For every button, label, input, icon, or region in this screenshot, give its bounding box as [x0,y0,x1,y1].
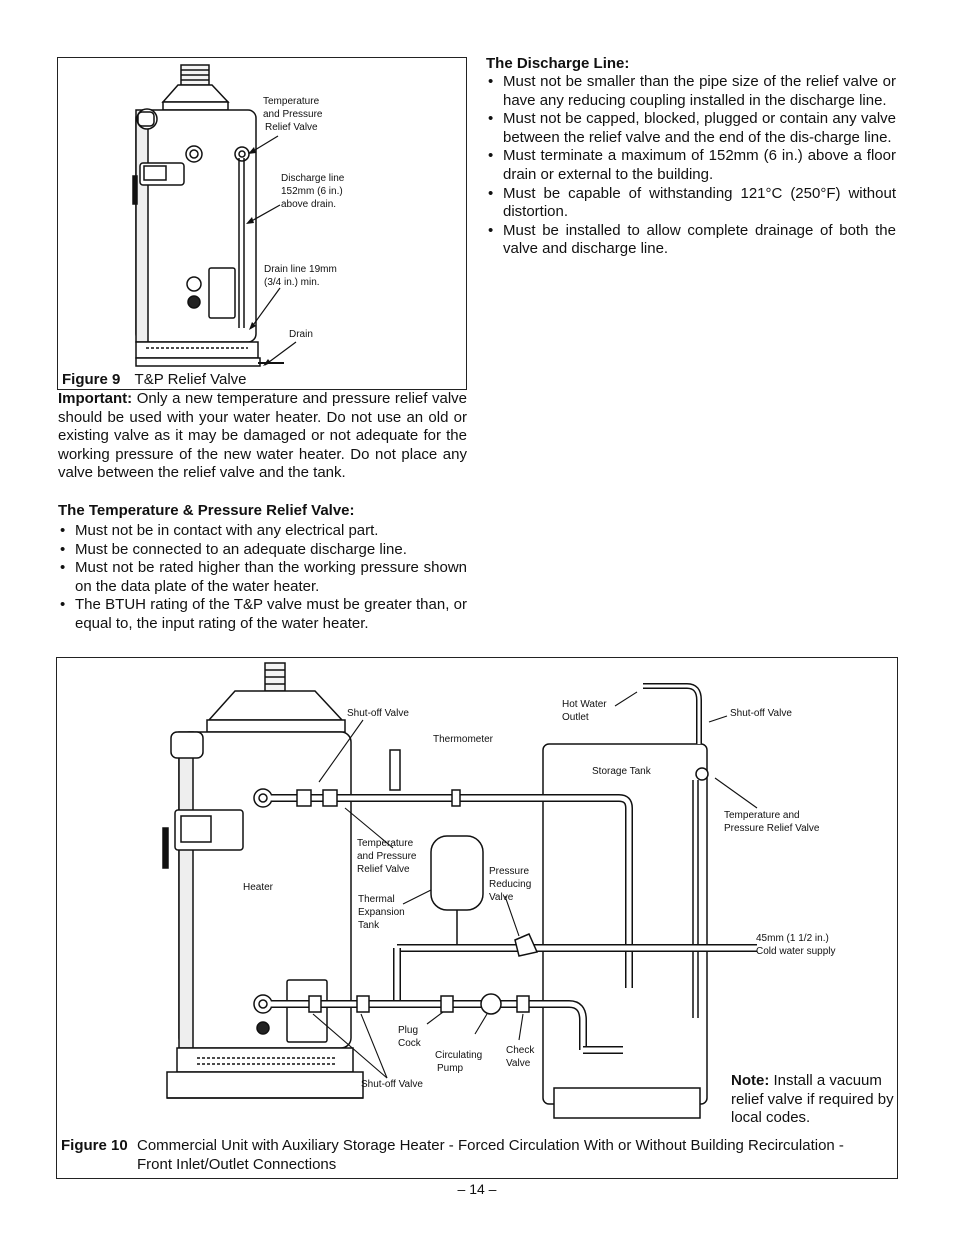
figure-title-line-2: Front Inlet/Outlet Connections [137,1156,337,1173]
label-line: Expansion [358,907,405,918]
label-line: Pressure Relief Valve [724,823,820,834]
important-text: Only a new temperature and pressure reli… [58,390,467,482]
label-line: Hot Water [562,699,607,710]
drain-line-label: Drain line 19mm (3/4 in.) min. [264,263,337,289]
list-item: The BTUH rating of the T&P valve must be… [58,596,467,633]
label-line: Valve [489,892,514,903]
figure-10: Shut-off Valve Thermometer Hot Water Out… [56,657,898,1179]
label-line: Pump [437,1063,464,1074]
important-paragraph: Important: Only a new temperature and pr… [58,390,467,483]
label-line: 152mm (6 in.) [281,186,343,197]
list-item: Must be capable of withstanding 121°C (2… [486,185,896,222]
label-line: (3/4 in.) min. [264,277,320,288]
tp-heading: The Temperature & Pressure Relief Valve: [58,502,355,519]
label-line: above drain. [281,199,337,210]
circulating-pump-label: Circulating Pump [435,1049,482,1075]
label-line: Plug [398,1025,419,1036]
tp-valve-label: Temperature and Pressure Relief Valve [263,95,322,134]
discharge-line-label: Discharge line 152mm (6 in.) above drain… [281,172,344,211]
figure-10-caption: Figure 10 Commercial Unit with Auxiliary … [61,1136,891,1174]
shutoff-bottom-label: Shut-off Valve [361,1079,423,1090]
label-line: Relief Valve [265,122,318,133]
label-line: Cock [398,1038,421,1049]
figure-title: T&P Relief Valve [134,371,247,388]
storage-tank-label: Storage Tank [592,766,651,777]
label-line: Relief Valve [357,864,410,875]
heater-label: Heater [243,882,274,893]
label-line: Circulating [435,1050,483,1061]
list-item: Must be installed to allow complete drai… [486,222,896,259]
tp-right-label: Temperature and Pressure Relief Valve [724,809,819,835]
tp-left-label: Temperature and Pressure Relief Valve [357,837,416,876]
prv-label: Pressure Reducing Valve [489,865,531,904]
label-line: Discharge line [281,173,345,184]
label-line: Thermal [358,894,395,905]
drain-label: Drain [289,329,313,340]
label-line: and Pressure [263,109,323,120]
thermometer-label: Thermometer [433,734,494,745]
list-item: Must terminate a maximum of 152mm (6 in.… [486,147,896,184]
label-line: and Pressure [357,851,417,862]
label-line: Tank [358,920,380,931]
label-line: Check [506,1045,535,1056]
discharge-list: Must not be smaller than the pipe size o… [486,73,896,259]
discharge-heading: The Discharge Line: [486,55,630,72]
label-line: Temperature [357,838,414,849]
figure-9: Temperature and Pressure Relief Valve Di… [57,57,467,390]
shutoff-top-label: Shut-off Valve [347,708,409,719]
label-line: Drain line 19mm [264,264,337,275]
vacuum-relief-note: Note: Install a vacuum relief valve if r… [731,1072,896,1128]
shutoff-right-label: Shut-off Valve [730,708,792,719]
figure-9-drawing [132,64,297,367]
tp-list: Must not be in contact with any electric… [58,522,467,634]
check-valve-label: Check Valve [506,1044,534,1070]
page-number: – 14 – [457,1181,497,1197]
label-line: Outlet [562,712,589,723]
label-line: 45mm (1 1/2 in.) [756,933,829,944]
label-line: Cold water supply [756,946,836,957]
list-item: Must not be capped, blocked, plugged or … [486,110,896,147]
list-item: Must not be rated higher than the workin… [58,559,467,596]
list-item: Must not be smaller than the pipe size o… [486,73,896,110]
cold-water-label: 45mm (1 1/2 in.) Cold water supply [756,932,835,958]
label-line: Temperature and [724,810,800,821]
note-text: Install a vacuum relief valve if require… [731,1072,894,1127]
thermal-expansion-label: Thermal Expansion Tank [358,893,405,932]
plug-cock-label: Plug Cock [398,1024,421,1050]
figure-number: Figure 9 [62,371,121,388]
label-line: Reducing [489,879,532,890]
important-lead: Important: [58,390,133,407]
label-line: Temperature [263,96,320,107]
figure-number: Figure 10 [61,1137,128,1154]
figure-10-drawing [162,662,758,1119]
figure-title-line-1: Commercial Unit with Auxiliary Storage H… [137,1137,844,1154]
hot-water-outlet-label: Hot Water Outlet [562,698,607,724]
label-line: Pressure [489,866,530,877]
list-item: Must not be in contact with any electric… [58,522,467,541]
note-lead: Note: [731,1072,770,1089]
label-line: Valve [506,1058,531,1069]
figure-9-caption: Figure 9 T&P Relief Valve [62,370,247,389]
list-item: Must be connected to an adequate dischar… [58,541,467,560]
